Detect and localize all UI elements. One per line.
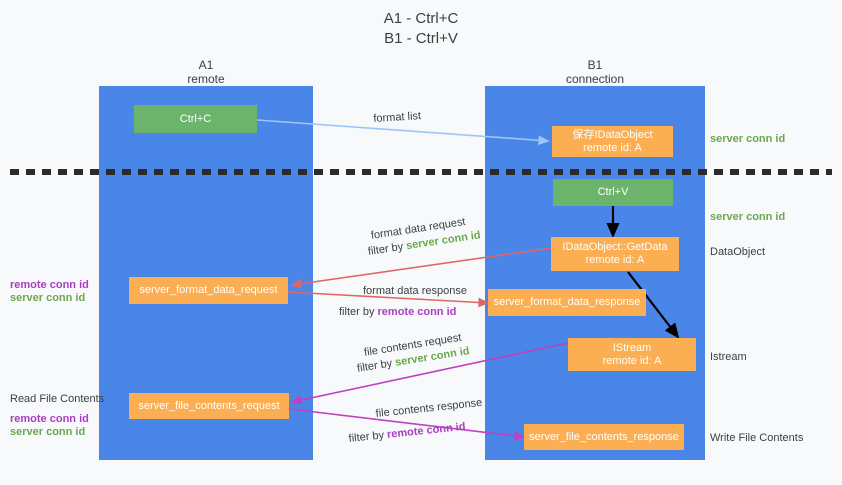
box-server-file-contents-response[interactable]: server_file_contents_response xyxy=(524,424,684,450)
label-server-conn-id-second: server conn id xyxy=(710,211,786,223)
filter-prefix: filter by xyxy=(339,306,378,318)
column-header-b1-sub: connection xyxy=(565,72,625,86)
label-remote-conn-id-upper: remote conn id xyxy=(10,279,89,291)
label-format-list: format list xyxy=(373,110,422,125)
label-server-conn-id-top: server conn id xyxy=(710,133,786,145)
title-line-1: A1 - Ctrl+C xyxy=(383,10,459,27)
diagram-title: A1 - Ctrl+C B1 - Ctrl+V xyxy=(0,9,842,49)
label-istream: Istream xyxy=(710,351,747,363)
box-save-idataobject[interactable]: 保存IDataObject remote id: A xyxy=(552,126,673,157)
column-header-a1: A1 remote xyxy=(146,58,266,86)
box-server-file-contents-request[interactable]: server_file_contents_request xyxy=(129,393,289,419)
label-file-contents-response: file contents response xyxy=(375,396,483,420)
label-write-file-contents: Write File Contents xyxy=(710,432,804,444)
label-dataobject: DataObject xyxy=(710,246,766,258)
label-server-conn-id-upper: server conn id xyxy=(10,292,86,304)
label-format-data-response: format data response xyxy=(363,285,467,297)
box-ctrl-v[interactable]: Ctrl+V xyxy=(553,179,673,206)
filter-value-remote-conn-id: remote conn id xyxy=(377,306,457,318)
label-file-contents-response-filter: filter by remote conn id xyxy=(348,420,466,446)
filter-value-remote-conn-id: remote conn id xyxy=(386,420,467,441)
label-remote-conn-id-lower: remote conn id xyxy=(10,413,89,425)
column-header-a1-name: A1 xyxy=(198,58,214,72)
title-line-2: B1 - Ctrl+V xyxy=(384,30,458,47)
label-read-file-contents: Read File Contents xyxy=(10,393,105,405)
box-idataobject-getdata[interactable]: IDataObject::GetData remote id: A xyxy=(551,237,679,271)
column-header-a1-sub: remote xyxy=(187,72,225,86)
box-istream[interactable]: IStream remote id: A xyxy=(568,338,696,371)
box-server-format-data-response[interactable]: server_format_data_response xyxy=(488,289,646,316)
filter-prefix: filter by xyxy=(367,240,408,258)
column-header-b1: B1 connection xyxy=(535,58,655,86)
column-header-b1-name: B1 xyxy=(587,58,603,72)
filter-prefix: filter by xyxy=(356,356,397,375)
box-ctrl-c[interactable]: Ctrl+C xyxy=(134,105,257,133)
box-server-format-data-request[interactable]: server_format_data_request xyxy=(129,277,288,304)
filter-prefix: filter by xyxy=(348,428,388,445)
label-format-data-response-filter: filter by remote conn id xyxy=(339,305,456,319)
label-server-conn-id-lower: server conn id xyxy=(10,426,86,438)
